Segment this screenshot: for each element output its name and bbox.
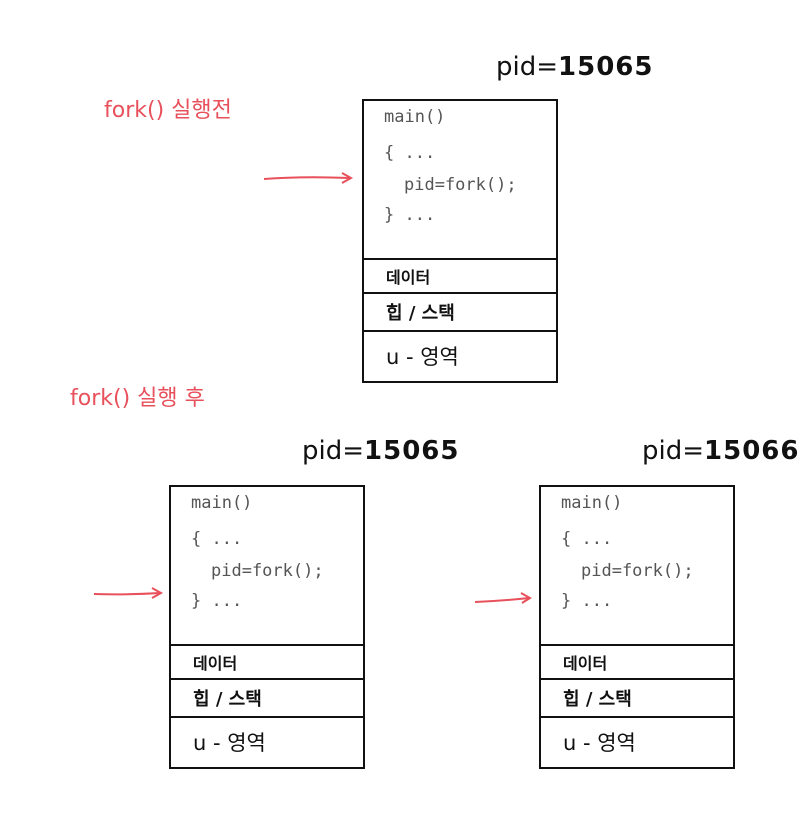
code-main: main() [384,107,446,127]
code-open-brace: { ... [191,529,243,549]
pid-prefix: pid= [642,436,705,466]
code-open-brace: { ... [384,143,436,163]
pid-prefix: pid= [302,436,365,466]
pid-label-child: pid=15066 [642,436,800,466]
caption-before-fork: fork() 실행전 [104,98,232,123]
process-memory-parent: main() { ... pid=fork(); } ... 데이터 힙 / 스… [169,485,365,769]
code-fork-call: pid=fork(); [211,561,324,581]
pid-number: 15065 [364,436,460,466]
code-fork-call: pid=fork(); [581,561,694,581]
data-segment: 데이터 [364,260,556,294]
heap-stack-segment: 힙 / 스택 [541,680,733,718]
heap-stack-segment: 힙 / 스택 [171,680,363,718]
pid-prefix: pid= [496,52,559,82]
data-segment: 데이터 [171,646,363,680]
code-open-brace: { ... [561,529,613,549]
code-close-brace: } ... [384,205,436,225]
data-segment: 데이터 [541,646,733,680]
process-memory-before: main() { ... pid=fork(); } ... 데이터 힙 / 스… [362,99,558,383]
code-fork-call: pid=fork(); [404,175,517,195]
arrow-before [263,172,354,184]
code-main: main() [191,493,253,513]
u-area-segment: u - 영역 [193,731,266,755]
code-main: main() [561,493,623,513]
code-section: main() { ... pid=fork(); } ... [171,487,363,646]
arrow-child [474,592,532,604]
heap-stack-segment: 힙 / 스택 [364,294,556,332]
pid-number: 15066 [704,436,800,466]
code-section: main() { ... pid=fork(); } ... [364,101,556,260]
pid-label-parent: pid=15065 [302,436,460,466]
u-area-segment: u - 영역 [386,345,459,369]
arrow-parent [93,587,164,599]
process-memory-child: main() { ... pid=fork(); } ... 데이터 힙 / 스… [539,485,735,769]
code-section: main() { ... pid=fork(); } ... [541,487,733,646]
pid-number: 15065 [558,52,654,82]
u-area-segment: u - 영역 [563,731,636,755]
pid-label-before: pid=15065 [496,52,654,82]
code-close-brace: } ... [191,591,243,611]
caption-after-fork: fork() 실행 후 [70,386,205,411]
code-close-brace: } ... [561,591,613,611]
